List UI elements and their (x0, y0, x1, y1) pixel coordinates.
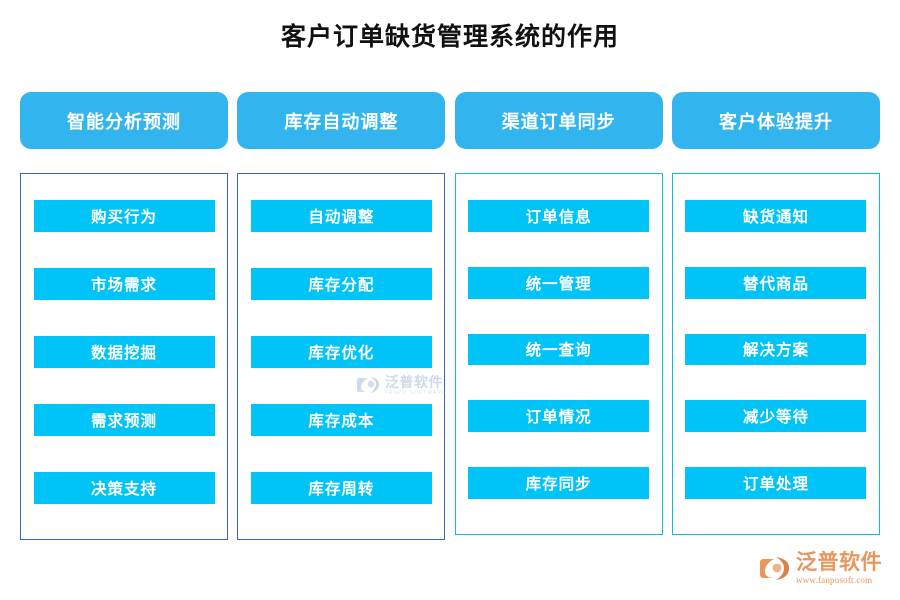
brand-logo: 泛普软件 www.fanpusoft.com (760, 548, 890, 588)
item-box[interactable]: 解决方案 (685, 333, 867, 366)
category-panel-3: 订单信息 统一管理 统一查询 订单情况 库存同步 (454, 173, 663, 535)
item-box[interactable]: 需求预测 (33, 404, 215, 436)
category-panel-4: 缺货通知 替代商品 解决方案 减少等待 订单处理 (671, 173, 880, 535)
item-box[interactable]: 订单处理 (685, 467, 867, 499)
category-header-4[interactable]: 客户体验提升 (671, 92, 880, 149)
category-header-2[interactable]: 库存自动调整 (237, 92, 446, 149)
item-box[interactable]: 订单信息 (468, 200, 650, 232)
brand-url: www.fanpusoft.com (796, 574, 873, 585)
item-box[interactable]: 缺货通知 (685, 200, 867, 232)
item-box[interactable]: 库存分配 (250, 268, 432, 300)
category-header-3-label: 渠道订单同步 (501, 111, 616, 132)
fanpu-logo-icon (760, 556, 789, 580)
category-header-3[interactable]: 渠道订单同步 (454, 92, 663, 149)
item-box[interactable]: 订单情况 (468, 400, 650, 433)
item-box[interactable]: 决策支持 (33, 472, 215, 504)
item-box[interactable]: 库存成本 (250, 404, 432, 436)
category-header-1[interactable]: 智能分析预测 (20, 92, 228, 149)
item-box[interactable]: 替代商品 (685, 266, 867, 299)
item-box[interactable]: 库存同步 (468, 467, 650, 499)
item-box[interactable]: 统一管理 (468, 266, 650, 299)
category-header-4-label: 客户体验提升 (718, 111, 833, 132)
category-panel-1: 购买行为 市场需求 数据挖掘 需求预测 决策支持 (20, 173, 228, 540)
category-columns-row: 购买行为 市场需求 数据挖掘 需求预测 决策支持 自动调整 库存分配 库存优化 … (20, 173, 880, 540)
item-box[interactable]: 库存周转 (250, 472, 432, 504)
brand-logo-text: 泛普软件 www.fanpusoft.com (796, 552, 882, 585)
item-box[interactable]: 库存优化 (250, 336, 432, 368)
item-box[interactable]: 购买行为 (33, 200, 215, 232)
category-panel-2: 自动调整 库存分配 库存优化 库存成本 库存周转 (237, 173, 446, 540)
category-header-2-label: 库存自动调整 (284, 111, 399, 132)
category-header-row: 智能分析预测 库存自动调整 渠道订单同步 客户体验提升 (20, 92, 880, 149)
item-box[interactable]: 自动调整 (250, 200, 432, 232)
item-box[interactable]: 减少等待 (685, 400, 867, 433)
item-box[interactable]: 数据挖掘 (33, 336, 215, 368)
page-title: 客户订单缺货管理系统的作用 (280, 23, 619, 51)
category-header-1-label: 智能分析预测 (67, 111, 181, 132)
item-box[interactable]: 统一查询 (468, 333, 650, 366)
item-box[interactable]: 市场需求 (33, 268, 215, 300)
brand-name: 泛普软件 (796, 550, 882, 574)
